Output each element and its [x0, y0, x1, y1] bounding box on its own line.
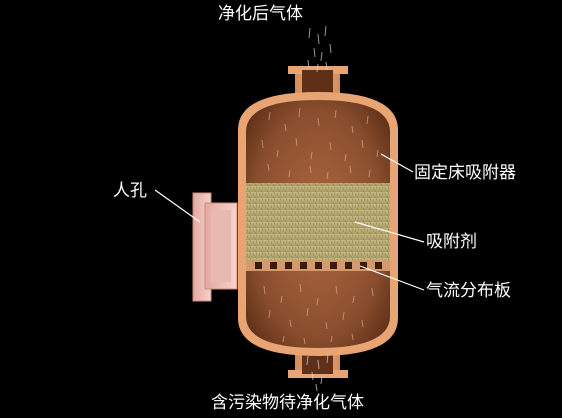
adsorbent-label: 吸附剂 — [426, 232, 477, 252]
leader-adsorbent — [354, 221, 425, 243]
distribution-plate — [246, 260, 390, 271]
leader-distributor — [359, 265, 425, 291]
manhole-label: 人孔 — [113, 181, 147, 201]
vessel-label: 固定床吸附器 — [414, 163, 516, 183]
outlet-gas-stream — [307, 25, 332, 73]
manhole — [192, 192, 238, 302]
leader-vessel — [380, 153, 414, 173]
distributor-label: 气流分布板 — [426, 281, 511, 301]
adsorbent-bed — [246, 183, 390, 260]
outlet-nozzle — [288, 66, 348, 94]
leader-manhole — [154, 189, 201, 223]
outlet-gas-label: 净化后气体 — [218, 4, 303, 24]
leader-lines — [154, 153, 425, 291]
gas-flow-streaks — [261, 107, 379, 345]
inlet-gas-stream — [306, 353, 329, 392]
inlet-gas-label: 含污染物待净化气体 — [211, 393, 364, 413]
